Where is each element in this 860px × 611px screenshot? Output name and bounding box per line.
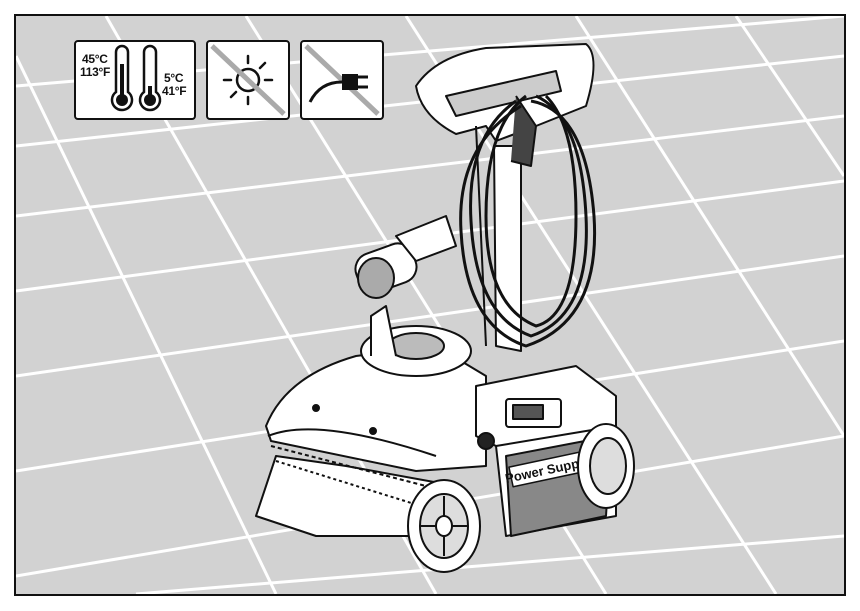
illustration-frame: Power Supply 45°C 113°F 5°C 41°F bbox=[14, 14, 846, 596]
rear-wheel bbox=[577, 423, 635, 509]
unplugged-icon bbox=[300, 40, 384, 120]
max-temp-celsius: 45°C bbox=[82, 52, 108, 66]
robot-cleaner bbox=[255, 215, 487, 537]
min-temp-celsius: 5°C bbox=[164, 71, 184, 85]
front-wheel bbox=[407, 479, 481, 573]
max-temp-fahrenheit: 113°F bbox=[80, 65, 110, 79]
no-direct-sunlight-icon bbox=[206, 40, 290, 120]
min-temp-fahrenheit: 41°F bbox=[162, 84, 187, 98]
caddy-cart bbox=[415, 43, 597, 352]
thermometer-icon bbox=[110, 44, 162, 112]
temperature-range-icon: 45°C 113°F 5°C 41°F bbox=[74, 40, 196, 120]
pool-cleaner-illustration: Power Supply bbox=[16, 16, 844, 594]
